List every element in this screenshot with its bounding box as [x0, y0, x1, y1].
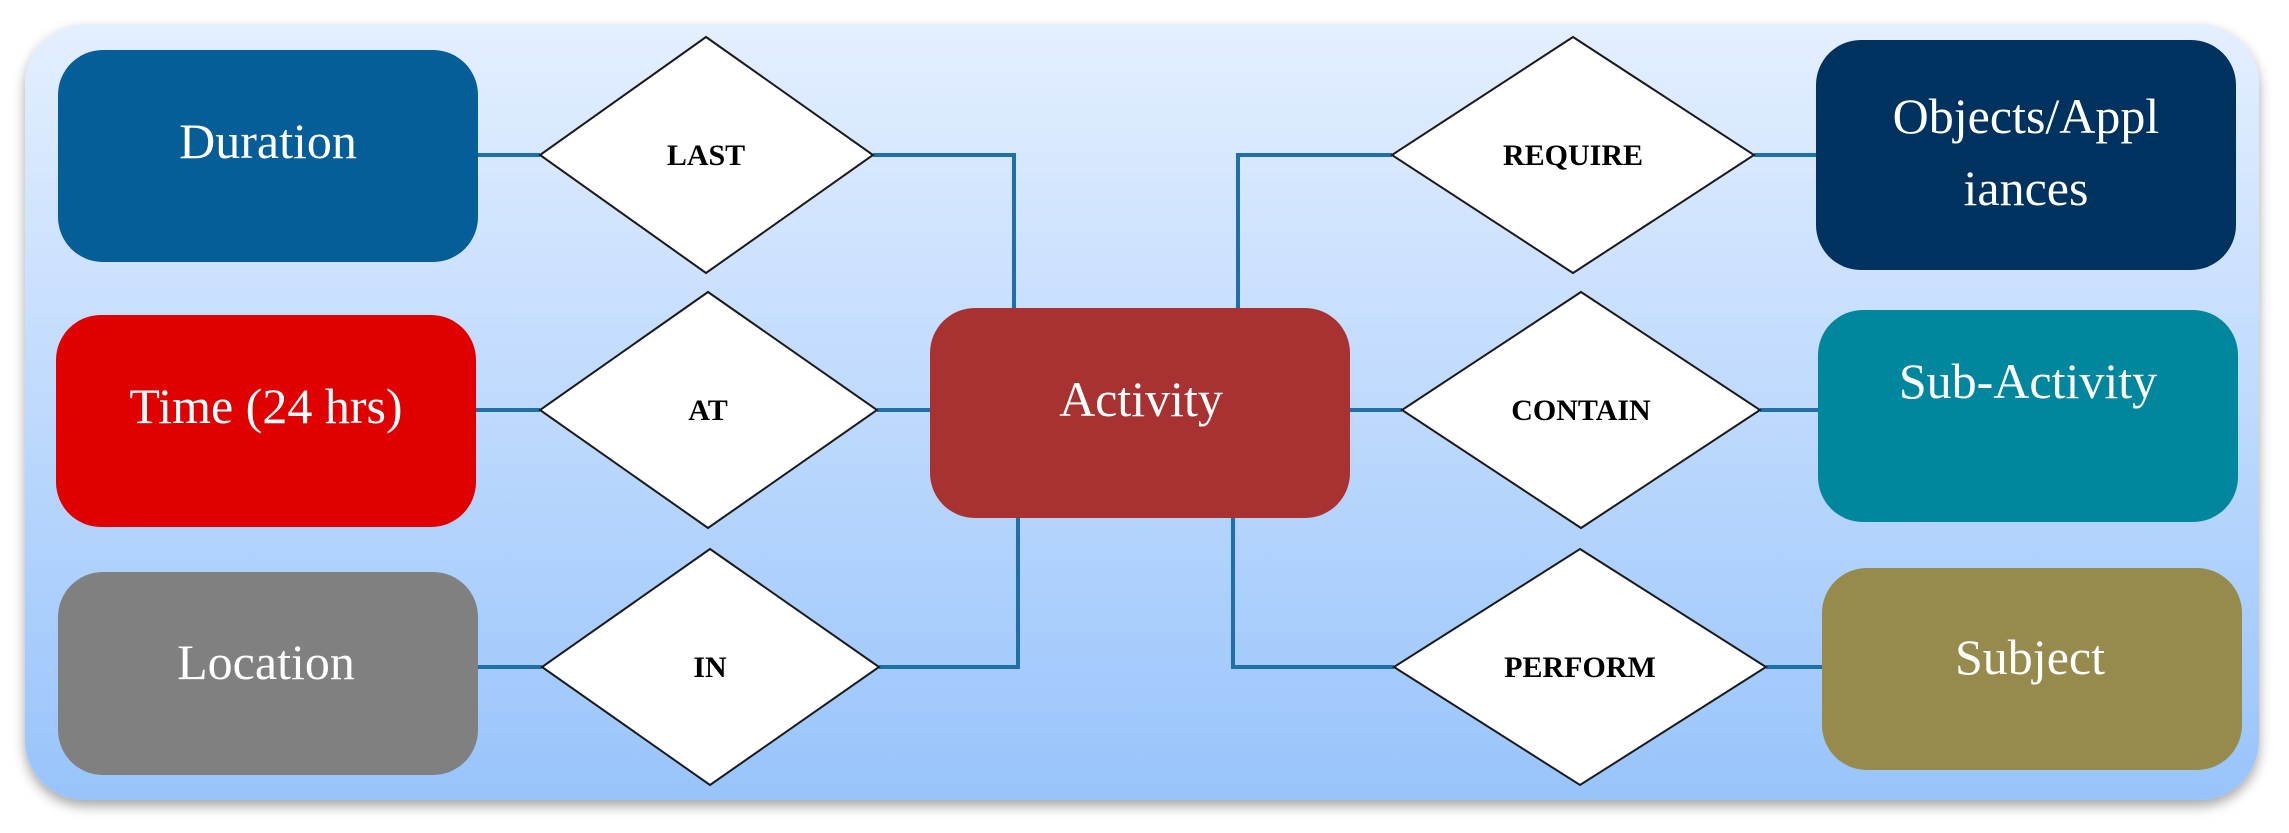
relationship-label: AT: [688, 394, 727, 427]
relationship-label: PERFORM: [1504, 651, 1656, 684]
entity-box: [1816, 40, 2236, 270]
entity-time: Time (24 hrs): [56, 315, 476, 527]
entity-box: [1818, 310, 2238, 522]
entity-box: [58, 572, 478, 775]
connectors: [476, 153, 1822, 669]
diamond-shape: [1400, 290, 1762, 530]
relationship-label: REQUIRE: [1503, 139, 1643, 172]
relationship-contain: CONTAIN: [1400, 290, 1762, 530]
diamond-shape: [540, 547, 881, 787]
connector-last-activity: [873, 153, 1016, 308]
relationship-require: REQUIRE: [1390, 35, 1756, 275]
relationship-last: LAST: [538, 35, 875, 275]
connector-activity-require: [1236, 153, 1392, 308]
relationship-at: AT: [538, 290, 879, 530]
entity-label: Activity: [1059, 371, 1223, 427]
entity-label: Time (24 hrs): [129, 378, 402, 434]
entity-subject: Subject: [1822, 568, 2242, 770]
entity-box: [58, 50, 478, 262]
diamond-shape: [538, 290, 879, 530]
relationship-in: IN: [540, 547, 881, 787]
diamond-shape: [1390, 35, 1756, 275]
entity-label-line-2: iances: [1964, 160, 2089, 216]
relationship-label: IN: [693, 651, 727, 684]
relationship-label: CONTAIN: [1511, 394, 1651, 427]
connector-activity-perform: [1231, 518, 1394, 669]
entity-label: Subject: [1955, 629, 2105, 685]
entity-box: [930, 308, 1350, 518]
connector-in-activity: [879, 518, 1020, 669]
diamond-shape: [538, 35, 875, 275]
entity-duration: Duration: [58, 50, 478, 262]
entity-box: [56, 315, 476, 527]
entity-label: Location: [177, 634, 355, 690]
entity-box: [1822, 568, 2242, 770]
entity-label-line-1: Objects/Appl: [1893, 88, 2160, 144]
relationship-perform: PERFORM: [1392, 547, 1768, 787]
entity-label: Duration: [179, 113, 357, 169]
relationship-label: LAST: [667, 139, 745, 172]
entity-activity: Activity: [930, 308, 1350, 518]
diamond-shape: [1392, 547, 1768, 787]
entity-location: Location: [58, 572, 478, 775]
entity-objects-appliances: Objects/Appl iances: [1816, 40, 2236, 270]
entity-label: Sub-Activity: [1899, 353, 2157, 409]
entity-sub-activity: Sub-Activity: [1818, 310, 2238, 522]
